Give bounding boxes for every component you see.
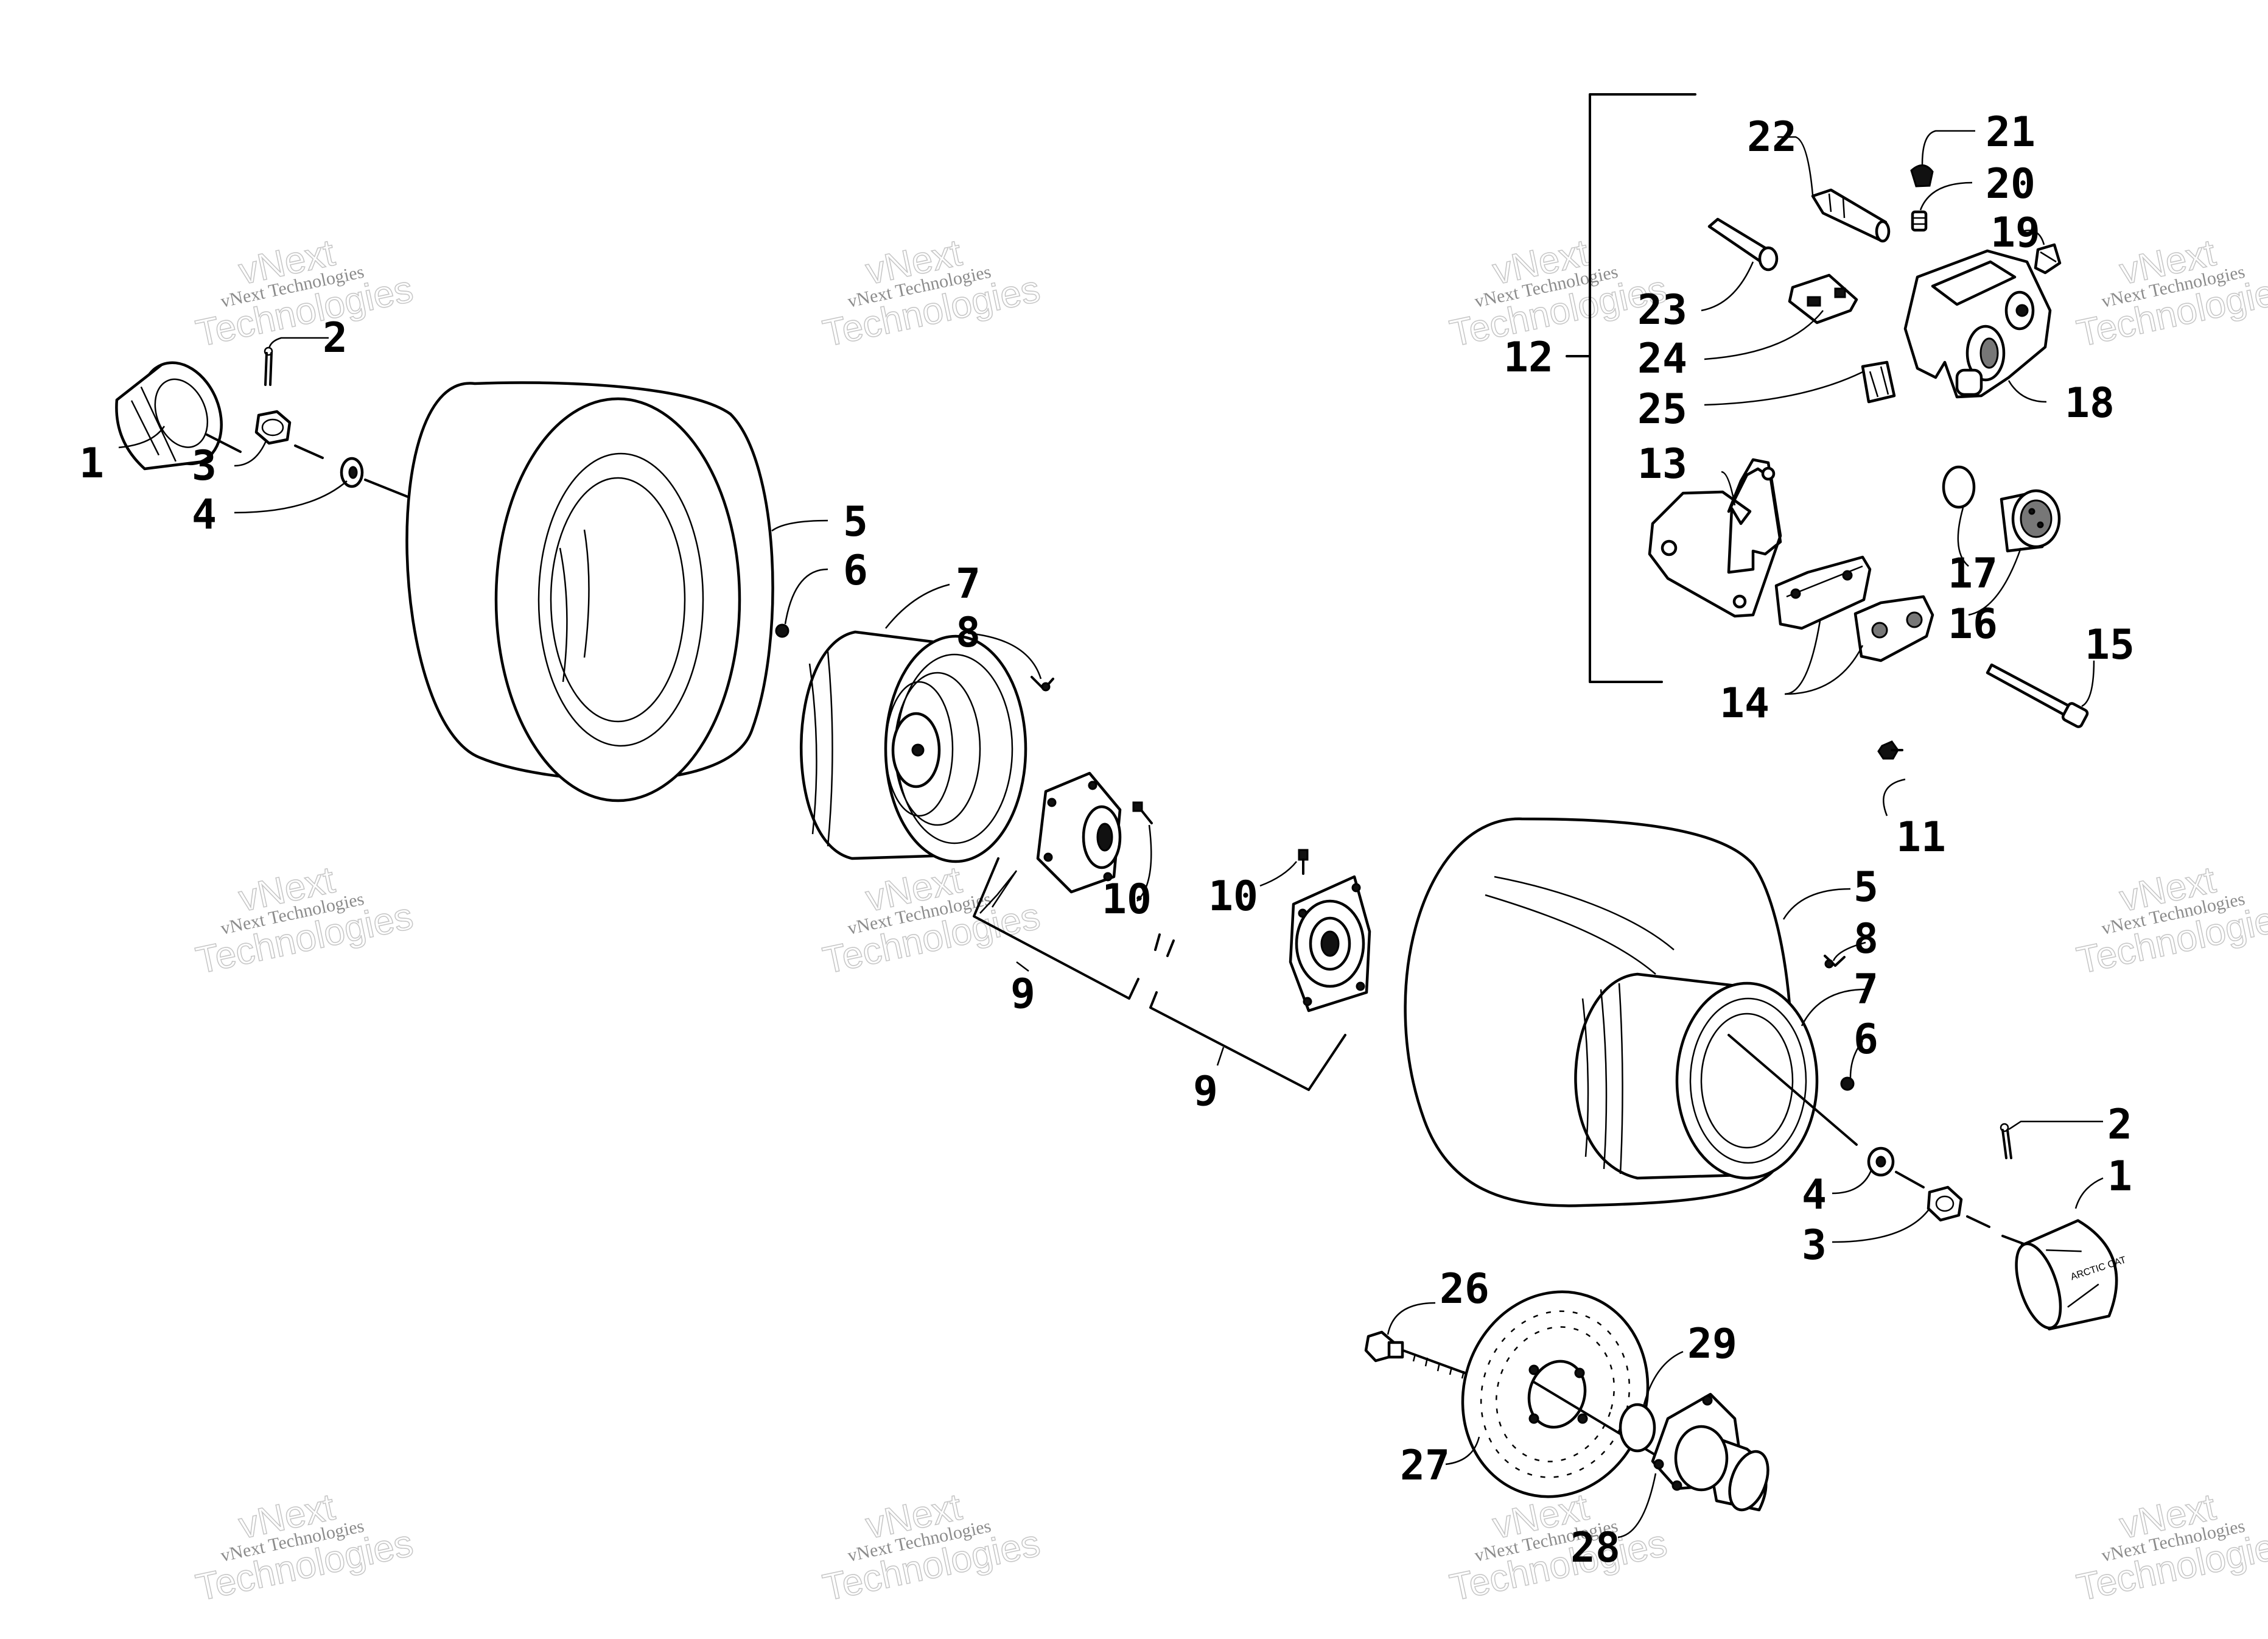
label-19: 19 (1990, 209, 2040, 257)
part-28-hub (1651, 1392, 1769, 1512)
label-1-left: 1 (79, 440, 104, 488)
label-3-right: 3 (1802, 1221, 1827, 1269)
part-13-bracket (1648, 458, 1782, 618)
label-26: 26 (1440, 1265, 1489, 1313)
label-3-left: 3 (192, 442, 217, 490)
label-9-center: 9 (1193, 1067, 1218, 1115)
leader-lines (118, 130, 2104, 1539)
part-17-o-ring (1942, 465, 1976, 509)
label-10-left: 10 (1102, 876, 1152, 924)
part-1-hub-cap-right: ARCTIC CAT (2015, 1219, 2127, 1331)
label-2-left: 2 (323, 314, 348, 362)
label-11: 11 (1896, 813, 1946, 862)
part-26-bolt (1364, 1330, 1474, 1379)
axis-line (1727, 1034, 2028, 1246)
label-10-center: 10 (1208, 872, 1258, 921)
label-28: 28 (1570, 1524, 1620, 1572)
label-4-right: 4 (1802, 1171, 1827, 1219)
part-5-tire-left (405, 381, 774, 802)
label-9-left: 9 (1010, 970, 1035, 1018)
part-11-bolt (1877, 740, 1903, 760)
part-19-cap (2034, 243, 2062, 275)
watermark: vNext Technologies vNext Technologies (819, 1486, 1044, 1610)
part-3-nut-right (1927, 1185, 1963, 1222)
axis-line (206, 433, 415, 500)
label-25: 25 (1637, 385, 1687, 433)
part-9-hub-center (1289, 875, 1371, 1013)
watermark: vNext Technologies vNext Technologies (819, 231, 1044, 356)
watermark: vNext Technologies vNext Technologies (192, 231, 417, 356)
part-23-guide-pin (1707, 217, 1779, 272)
part-2-cotter-pin-left (264, 346, 273, 386)
part-9-hub-left (1036, 771, 1122, 894)
part-8-clip-left (1031, 676, 1054, 692)
label-29: 29 (1687, 1320, 1737, 1368)
label-22: 22 (1747, 113, 1797, 161)
part-1-hub-cap-left (115, 361, 223, 471)
label-17: 17 (1948, 550, 1998, 598)
watermark: vNext Technologies vNext Technologies (2073, 1486, 2268, 1610)
label-7-right: 7 (1853, 966, 1878, 1014)
part-21-bleeder-cap (1910, 164, 1934, 188)
label-8-left: 8 (956, 609, 981, 657)
watermark: vNext Technologies vNext Technologies (192, 1486, 417, 1610)
part-4-washer-right (1867, 1146, 1895, 1177)
label-14: 14 (1720, 679, 1769, 728)
part-14-brake-pad-front (1853, 595, 1934, 662)
part-10-bolt-left (1132, 801, 1153, 824)
label-18: 18 (2065, 379, 2115, 427)
part-6-valve-right (1840, 1076, 1855, 1091)
part-18-caliper (1903, 249, 2052, 399)
label-7-left: 7 (956, 560, 981, 608)
label-15: 15 (2085, 621, 2135, 669)
part-24-pad-spring (1788, 273, 1858, 325)
part-7-rim-right (1574, 972, 1819, 1180)
part-4-washer-left (340, 457, 364, 488)
part-20-bleeder-valve (1911, 210, 1928, 232)
part-25-pad-retainer (1861, 360, 1896, 404)
label-5-left: 5 (843, 498, 868, 546)
label-13: 13 (1637, 440, 1687, 488)
part-2-cotter-pin-right (2000, 1123, 2012, 1159)
watermark: vNext Technologies vNext Technologies (192, 858, 417, 983)
part-15-bolt-long (1986, 663, 2089, 728)
watermark: vNext Technologies vNext Technologies (2073, 858, 2268, 983)
label-6-right: 6 (1853, 1016, 1878, 1064)
label-1-right: 1 (2107, 1153, 2132, 1201)
part-8-clip-right (1824, 955, 1846, 969)
part-10-bolt-center (1298, 849, 1309, 875)
part-29-o-ring (1619, 1403, 1656, 1453)
part-6-valve-left (775, 623, 789, 638)
part-7-rim-left (800, 630, 1027, 863)
brake-assembly-bracket (1566, 93, 1696, 683)
watermark: vNext Technologies vNext Technologies (2073, 231, 2268, 356)
part-14-brake-pad-rear (1774, 555, 1872, 630)
label-5-right: 5 (1853, 863, 1878, 911)
label-8-right: 8 (1853, 915, 1878, 963)
label-16: 16 (1948, 600, 1998, 648)
label-12: 12 (1503, 334, 1553, 382)
part-3-nut-left (254, 410, 292, 445)
label-27: 27 (1400, 1442, 1450, 1490)
part-22-pin (1811, 188, 1891, 243)
label-24: 24 (1637, 335, 1687, 383)
part-labels: 1 2 3 4 5 6 7 8 10 9 10 9 11 5 8 7 6 2 1… (79, 108, 2135, 1572)
label-4-left: 4 (192, 491, 217, 539)
label-23: 23 (1637, 286, 1687, 334)
watermark: vNext Technologies vNext Technologies (819, 858, 1044, 983)
label-2-right: 2 (2107, 1101, 2132, 1149)
label-20: 20 (1986, 160, 2035, 208)
label-21: 21 (1986, 108, 2035, 156)
label-6-left: 6 (843, 547, 868, 595)
part-16-piston (2000, 489, 2061, 553)
